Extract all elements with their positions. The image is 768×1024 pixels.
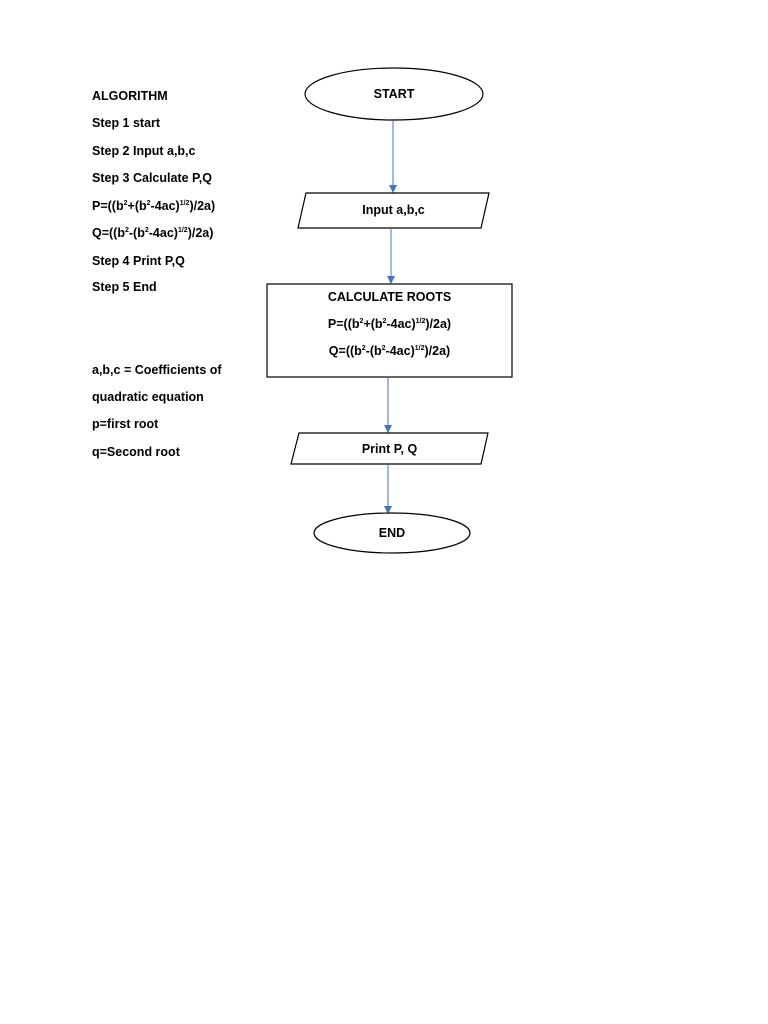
formula-part: Q=((b bbox=[328, 344, 362, 358]
formula-part: P=((b bbox=[92, 199, 124, 213]
formula-exponent: 2 bbox=[381, 345, 386, 352]
process-p-formula: P=((b2+(b2-4ac)1/2)/2a) bbox=[267, 316, 512, 332]
formula-part: Q=((b bbox=[92, 226, 125, 240]
process-q-formula: Q=((b2-(b2-4ac)1/2)/2a) bbox=[267, 343, 512, 359]
formula-exponent: 2 bbox=[382, 318, 387, 325]
formula-part: -4ac) bbox=[150, 199, 180, 213]
legend-second-root: q=Second root bbox=[92, 445, 180, 459]
formula-part: -(b bbox=[365, 344, 382, 358]
end-terminal bbox=[313, 512, 471, 554]
formula-part: +(b bbox=[127, 199, 147, 213]
start-terminal bbox=[304, 67, 484, 121]
algorithm-step-1: Step 1 start bbox=[92, 116, 161, 130]
formula-part: -4ac) bbox=[386, 317, 416, 331]
algorithm-step-5: Step 5 End bbox=[92, 280, 157, 294]
formula-exponent: 1/2 bbox=[415, 318, 426, 325]
formula-exponent: 2 bbox=[146, 200, 151, 207]
legend-coefficients: a,b,c = Coefficients of bbox=[92, 363, 222, 377]
process-shape bbox=[266, 283, 513, 378]
legend-quadratic: quadratic equation bbox=[92, 390, 204, 404]
formula-exponent: 2 bbox=[144, 227, 149, 234]
output-label: Print P, Q bbox=[361, 442, 418, 456]
formula-part: )/2a) bbox=[424, 344, 451, 358]
formula-exponent: 2 bbox=[359, 318, 364, 325]
formula-exponent: 2 bbox=[124, 227, 129, 234]
input-label: Input a,b,c bbox=[362, 203, 425, 217]
start-label: START bbox=[373, 87, 415, 101]
algorithm-p-formula: P=((b2+(b2-4ac)1/2)/2a) bbox=[92, 198, 215, 214]
process-title: CALCULATE ROOTS bbox=[327, 290, 452, 304]
formula-part: -(b bbox=[128, 226, 145, 240]
algorithm-heading: ALGORITHM bbox=[92, 89, 168, 103]
legend-first-root: p=first root bbox=[92, 417, 159, 431]
algorithm-q-formula: Q=((b2-(b2-4ac)1/2)/2a) bbox=[92, 225, 213, 241]
formula-exponent: 1/2 bbox=[177, 227, 188, 234]
formula-part: )/2a) bbox=[187, 226, 214, 240]
algorithm-step-4: Step 4 Print P,Q bbox=[92, 254, 185, 268]
end-label: END bbox=[378, 526, 406, 540]
algorithm-step-2: Step 2 Input a,b,c bbox=[92, 144, 196, 158]
formula-exponent: 1/2 bbox=[414, 345, 425, 352]
formula-exponent: 2 bbox=[361, 345, 366, 352]
formula-exponent: 2 bbox=[123, 200, 128, 207]
formula-part: -4ac) bbox=[385, 344, 415, 358]
formula-part: +(b bbox=[363, 317, 383, 331]
formula-part: )/2a) bbox=[189, 199, 216, 213]
algorithm-step-3: Step 3 Calculate P,Q bbox=[92, 171, 212, 185]
formula-exponent: 1/2 bbox=[179, 200, 190, 207]
formula-part: P=((b bbox=[327, 317, 360, 331]
input-shape bbox=[297, 192, 490, 229]
formula-part: )/2a) bbox=[425, 317, 452, 331]
formula-part: -4ac) bbox=[148, 226, 178, 240]
output-shape bbox=[290, 432, 489, 465]
